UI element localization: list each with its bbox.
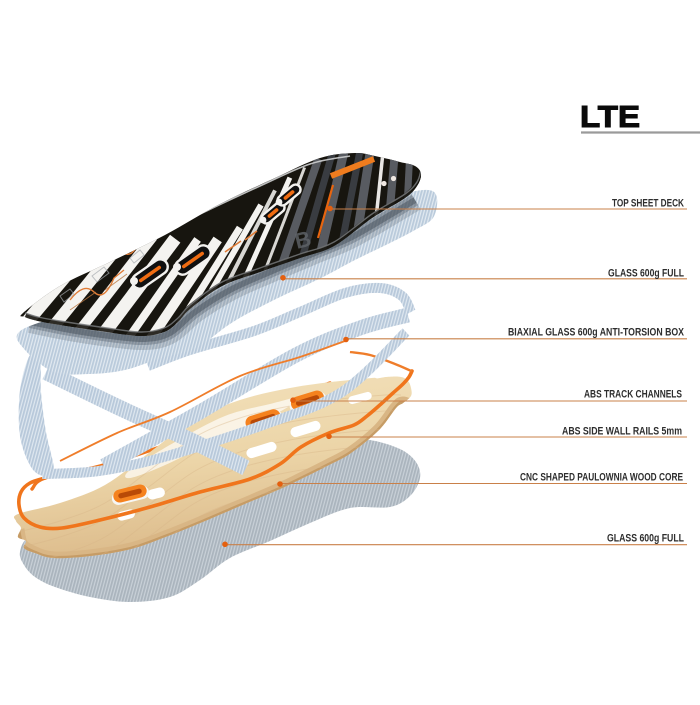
svg-text:TOP SHEET DECK: TOP SHEET DECK <box>612 198 684 210</box>
svg-text:LTE: LTE <box>580 99 640 134</box>
svg-text:ABS TRACK CHANNELS: ABS TRACK CHANNELS <box>584 389 682 401</box>
svg-text:ABS SIDE WALL RAILS 5mm: ABS SIDE WALL RAILS 5mm <box>562 426 682 438</box>
svg-text:B: B <box>292 226 313 254</box>
svg-text:GLASS 600g FULL: GLASS 600g FULL <box>607 533 684 545</box>
svg-text:GLASS 600g FULL: GLASS 600g FULL <box>608 267 684 279</box>
svg-text:BIAXIAL GLASS 600g ANTI-TORSIO: BIAXIAL GLASS 600g ANTI-TORSION BOX <box>508 327 685 339</box>
svg-text:CNC SHAPED PAULOWNIA WOOD CORE: CNC SHAPED PAULOWNIA WOOD CORE <box>520 472 683 484</box>
